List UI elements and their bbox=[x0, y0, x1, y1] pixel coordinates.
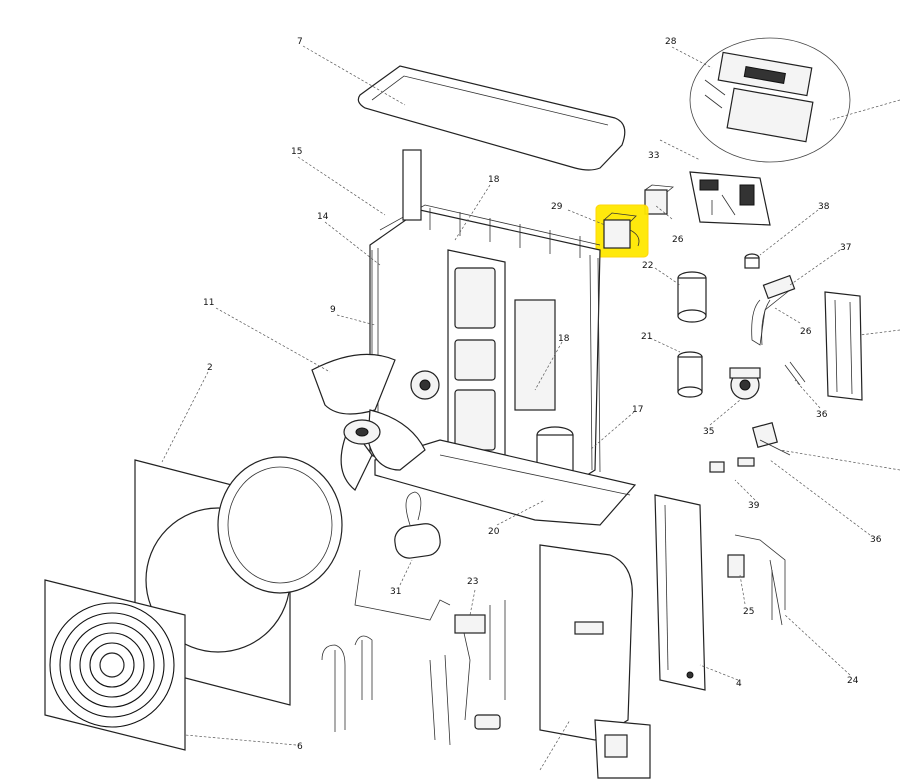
axial-fan-blade bbox=[311, 353, 426, 491]
callout-25: 25 bbox=[743, 607, 754, 617]
callout-35: 35 bbox=[703, 427, 714, 437]
callout-15: 15 bbox=[291, 147, 302, 157]
receiver-parts bbox=[677, 271, 707, 398]
callout-38: 38 bbox=[818, 202, 830, 212]
callout-18-top: 18 bbox=[488, 175, 500, 185]
top-cover-panel bbox=[357, 65, 626, 171]
callout-11: 11 bbox=[203, 298, 214, 308]
front-right-service-panel bbox=[539, 544, 651, 779]
main-pcb-board bbox=[689, 171, 771, 226]
fan-guard-grille bbox=[44, 579, 186, 751]
callout-18-mid: 18 bbox=[558, 334, 570, 344]
control-box-detail-inset bbox=[689, 37, 851, 163]
callout-9: 9 bbox=[330, 305, 336, 315]
callout-17: 17 bbox=[632, 405, 643, 415]
callout-22: 22 bbox=[642, 261, 653, 271]
callout-14: 14 bbox=[317, 212, 329, 222]
callout-21: 21 bbox=[641, 332, 652, 342]
accumulator-with-pipe bbox=[354, 491, 451, 621]
callout-26-top: 26 bbox=[672, 235, 684, 245]
reactor-part-highlighted bbox=[595, 204, 649, 258]
callout-2: 2 bbox=[207, 363, 213, 373]
callout-36-mid: 36 bbox=[816, 410, 828, 420]
callout-24: 24 bbox=[847, 676, 859, 686]
four-way-valve-pipes bbox=[321, 600, 506, 746]
callout-37: 37 bbox=[840, 243, 851, 253]
small-fittings bbox=[709, 361, 806, 473]
callout-23: 23 bbox=[467, 577, 478, 587]
water-pump bbox=[729, 367, 761, 400]
callout-20: 20 bbox=[488, 527, 500, 537]
callout-labels: 7 28 15 18 33 14 29 26 38 22 37 11 9 18 … bbox=[203, 37, 882, 752]
callout-39: 39 bbox=[748, 501, 760, 511]
plate-heat-exchanger bbox=[824, 291, 863, 401]
leader-lines bbox=[161, 45, 900, 771]
sensor-cap bbox=[744, 253, 760, 269]
callout-6: 6 bbox=[297, 742, 303, 752]
callout-31: 31 bbox=[390, 587, 401, 597]
relay-component bbox=[644, 184, 674, 215]
callout-33: 33 bbox=[648, 151, 659, 161]
callout-4: 4 bbox=[736, 679, 742, 689]
valve-and-capillary bbox=[727, 534, 786, 626]
callout-36-low: 36 bbox=[870, 535, 882, 545]
outlet-pipe-assembly bbox=[751, 274, 796, 346]
callout-7: 7 bbox=[297, 37, 303, 47]
callout-26-mid: 26 bbox=[800, 327, 812, 337]
callout-28: 28 bbox=[665, 37, 677, 47]
callout-29: 29 bbox=[551, 202, 563, 212]
condenser-frame-assembly bbox=[369, 149, 637, 526]
right-side-panel bbox=[654, 494, 706, 691]
